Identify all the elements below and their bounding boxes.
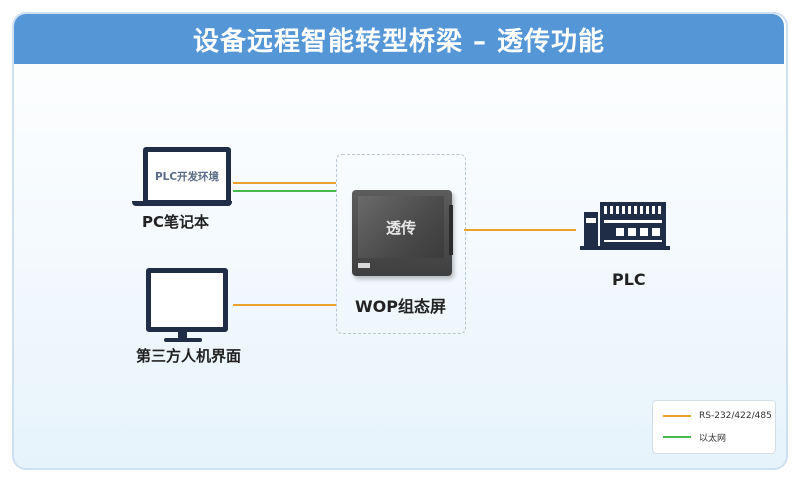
laptop-icon: PLC开发环境 <box>143 147 231 205</box>
laptop-base <box>132 201 232 206</box>
diagram-title: 设备远程智能转型桥梁 – 透传功能 <box>192 26 606 57</box>
hmi-label: 第三方人机界面 <box>136 347 242 365</box>
legend-item-ethernet: 以太网 <box>663 430 726 444</box>
wop-label: WOP组态屏 <box>355 297 446 316</box>
legend-swatch-serial <box>663 415 691 417</box>
plc-icon <box>580 202 670 250</box>
wop-screen-text: 透传 <box>385 218 416 237</box>
wop-side-panel <box>449 205 453 255</box>
legend-item-serial: RS-232/422/485 <box>663 409 772 423</box>
plc-serial-line <box>464 229 576 231</box>
monitor-icon <box>146 268 228 332</box>
plc-label: PLC <box>612 270 646 289</box>
legend-label-serial: RS-232/422/485 <box>699 411 772 421</box>
legend: RS-232/422/485 以太网 <box>652 400 776 454</box>
wop-brand-mark <box>358 263 370 268</box>
monitor-stand <box>178 331 187 339</box>
laptop-serial-line <box>233 182 336 184</box>
legend-label-ethernet: 以太网 <box>699 433 727 444</box>
legend-swatch-ethernet <box>663 436 691 438</box>
wop-device-icon: 透传 <box>352 190 452 276</box>
hmi-serial-line <box>233 304 336 306</box>
laptop-label: PC笔记本 <box>142 213 210 231</box>
laptop-screen-text: PLC开发环境 <box>154 170 220 183</box>
laptop-ethernet-line <box>233 190 336 192</box>
wop-screen: 透传 <box>358 196 444 258</box>
monitor-foot <box>164 338 202 342</box>
title-bar: 设备远程智能转型桥梁 – 透传功能 <box>14 14 784 64</box>
wop-group-box <box>336 154 466 334</box>
